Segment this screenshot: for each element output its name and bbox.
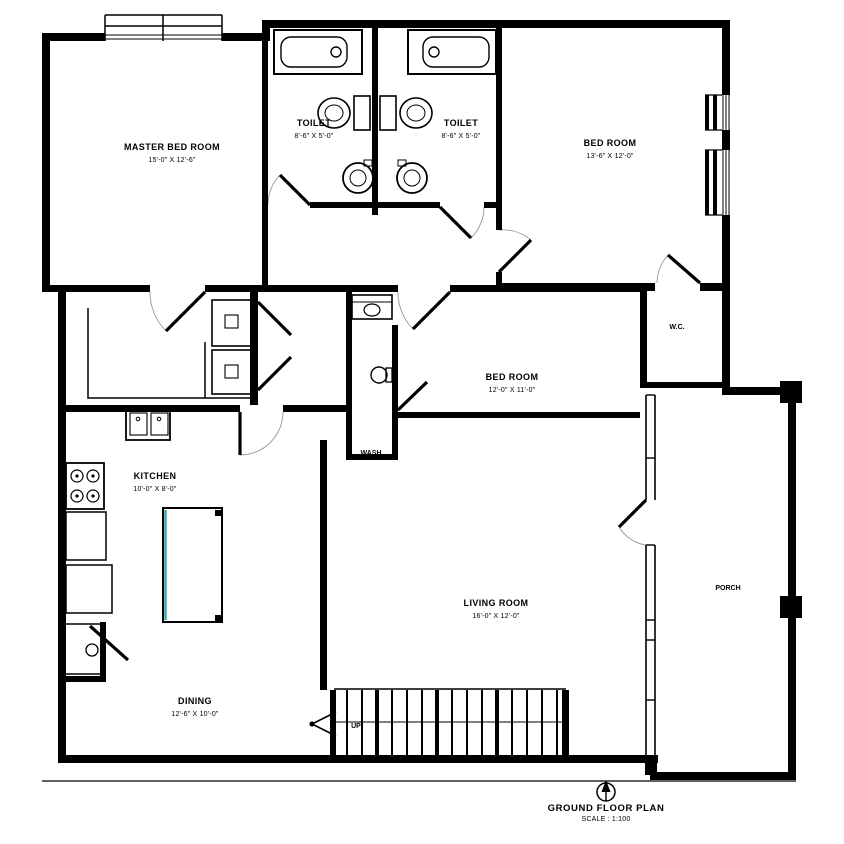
window-right-bedroom2-lower xyxy=(705,149,730,216)
kitchen-dims: 10'-0" X 8'-0" xyxy=(133,486,176,493)
stair-direction-arrow-icon xyxy=(309,711,337,737)
utility-basin-icon xyxy=(59,623,105,675)
kitchen-counter xyxy=(65,511,113,614)
door-swings xyxy=(88,173,702,662)
sliding-window-wall xyxy=(645,394,657,775)
wash-wc-icon xyxy=(370,366,393,384)
exterior-walls xyxy=(42,20,802,782)
plan-scale: SCALE : 1:100 xyxy=(582,816,631,823)
dining-table xyxy=(162,507,223,623)
bedroom3-label: BED ROOM xyxy=(486,372,539,382)
window-top-master xyxy=(104,14,223,41)
toilet-left-dims: 8'-6" X 5'-0" xyxy=(294,133,333,140)
room-labels: MASTER BED ROOM 15'-0" X 12'-6" TOILET 8… xyxy=(124,118,741,718)
toilet-right-label: TOILET xyxy=(444,118,478,128)
north-arrow-icon xyxy=(596,780,616,802)
plan-title: GROUND FLOOR PLAN xyxy=(548,803,665,814)
master-bedroom-label: MASTER BED ROOM xyxy=(124,142,220,152)
wash-counter-icon xyxy=(351,294,393,320)
stairs-up-label: UP xyxy=(351,723,361,730)
bedroom3-dims: 12'-0" X 11'-0" xyxy=(489,387,536,394)
window-right-bedroom2-upper xyxy=(705,94,730,131)
porch-label: PORCH xyxy=(715,585,740,592)
master-bedroom-dims: 15'-0" X 12'-6" xyxy=(148,157,196,164)
toilet-left-label: TOILET xyxy=(297,118,331,128)
living-dims: 16'-0" X 12'-0" xyxy=(472,613,520,620)
stove-icon xyxy=(65,462,105,510)
dressing-area xyxy=(87,299,253,399)
toilet-left-icon xyxy=(317,95,371,131)
living-label: LIVING ROOM xyxy=(464,598,529,608)
wc-label: W.C. xyxy=(669,324,684,331)
kitchen-sink-icon xyxy=(125,407,171,441)
bedroom2-label: BED ROOM xyxy=(584,138,637,148)
kitchen-label: KITCHEN xyxy=(134,471,177,481)
interior-walls xyxy=(42,20,730,755)
toilet-right-dims: 8'-6" X 5'-0" xyxy=(441,133,480,140)
washbasin-left-icon xyxy=(342,159,374,194)
toilet-right-icon xyxy=(379,95,433,131)
bathtub-left-icon xyxy=(273,29,363,75)
dining-dims: 12'-6" X 10'-0" xyxy=(171,711,219,718)
wash-label: WASH xyxy=(361,450,382,457)
staircase: UP xyxy=(309,688,566,755)
bedroom2-dims: 13'-6" X 12'-0" xyxy=(586,153,634,160)
title-block: GROUND FLOOR PLAN SCALE : 1:100 xyxy=(548,780,665,823)
washbasin-right-icon xyxy=(396,159,428,194)
dining-label: DINING xyxy=(178,696,212,706)
bathtub-right-icon xyxy=(407,29,497,75)
